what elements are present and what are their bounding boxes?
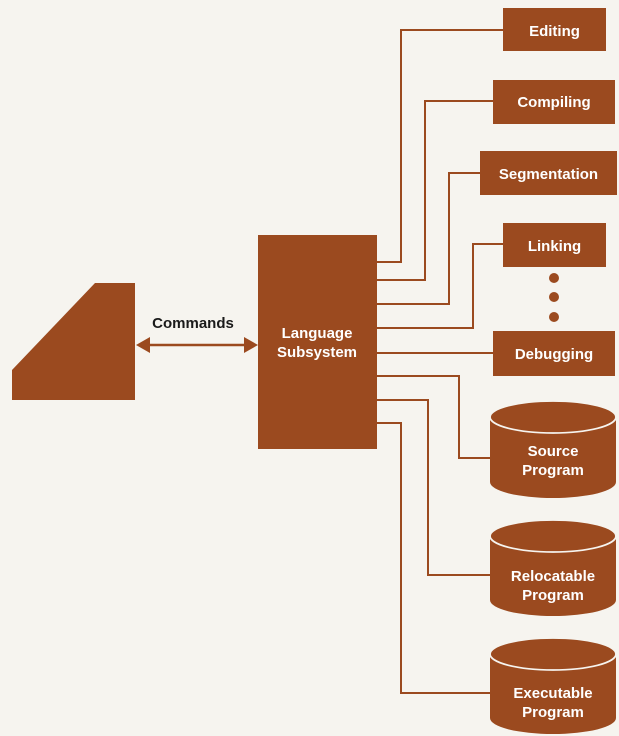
file-cylinder-source-program: Source Program bbox=[489, 400, 617, 498]
connector-linking bbox=[377, 243, 503, 329]
function-label-linking: Linking bbox=[528, 238, 581, 255]
function-box-segmentation: Segmentation bbox=[480, 151, 617, 195]
file-label-executable-line1: Executable bbox=[513, 685, 592, 702]
commands-arrow bbox=[136, 337, 258, 353]
function-label-compiling: Compiling bbox=[517, 94, 590, 111]
file-label-source-line1: Source bbox=[528, 443, 579, 460]
connector-segmentation bbox=[377, 172, 480, 305]
language-subsystem-label-line2: Subsystem bbox=[277, 344, 357, 361]
function-label-segmentation: Segmentation bbox=[499, 166, 598, 183]
connector-source-program bbox=[377, 375, 490, 459]
file-label-executable-line2: Program bbox=[522, 704, 584, 721]
vertical-ellipsis-icon bbox=[549, 273, 559, 322]
connector-lines bbox=[377, 29, 503, 694]
function-box-compiling: Compiling bbox=[493, 80, 615, 124]
language-subsystem-label-line1: Language bbox=[282, 325, 353, 342]
file-cylinder-relocatable-program: Relocatable Program bbox=[489, 519, 617, 616]
connector-relocatable-program bbox=[377, 399, 490, 576]
function-box-editing: Editing bbox=[503, 8, 606, 51]
language-subsystem-box bbox=[258, 235, 377, 449]
file-cylinder-executable-program: Executable Program bbox=[489, 637, 617, 734]
function-box-debugging: Debugging bbox=[493, 331, 615, 376]
connector-executable-program bbox=[377, 422, 490, 694]
file-label-source-line2: Program bbox=[522, 462, 584, 479]
connector-editing bbox=[377, 29, 503, 263]
function-label-debugging: Debugging bbox=[515, 346, 593, 363]
file-label-relocatable-line2: Program bbox=[522, 587, 584, 604]
function-label-editing: Editing bbox=[529, 23, 580, 40]
connector-compiling bbox=[377, 100, 493, 281]
terminal-icon bbox=[12, 283, 135, 400]
function-box-linking: Linking bbox=[503, 223, 606, 267]
file-label-relocatable-line1: Relocatable bbox=[511, 568, 595, 585]
commands-label: Commands bbox=[152, 315, 234, 332]
